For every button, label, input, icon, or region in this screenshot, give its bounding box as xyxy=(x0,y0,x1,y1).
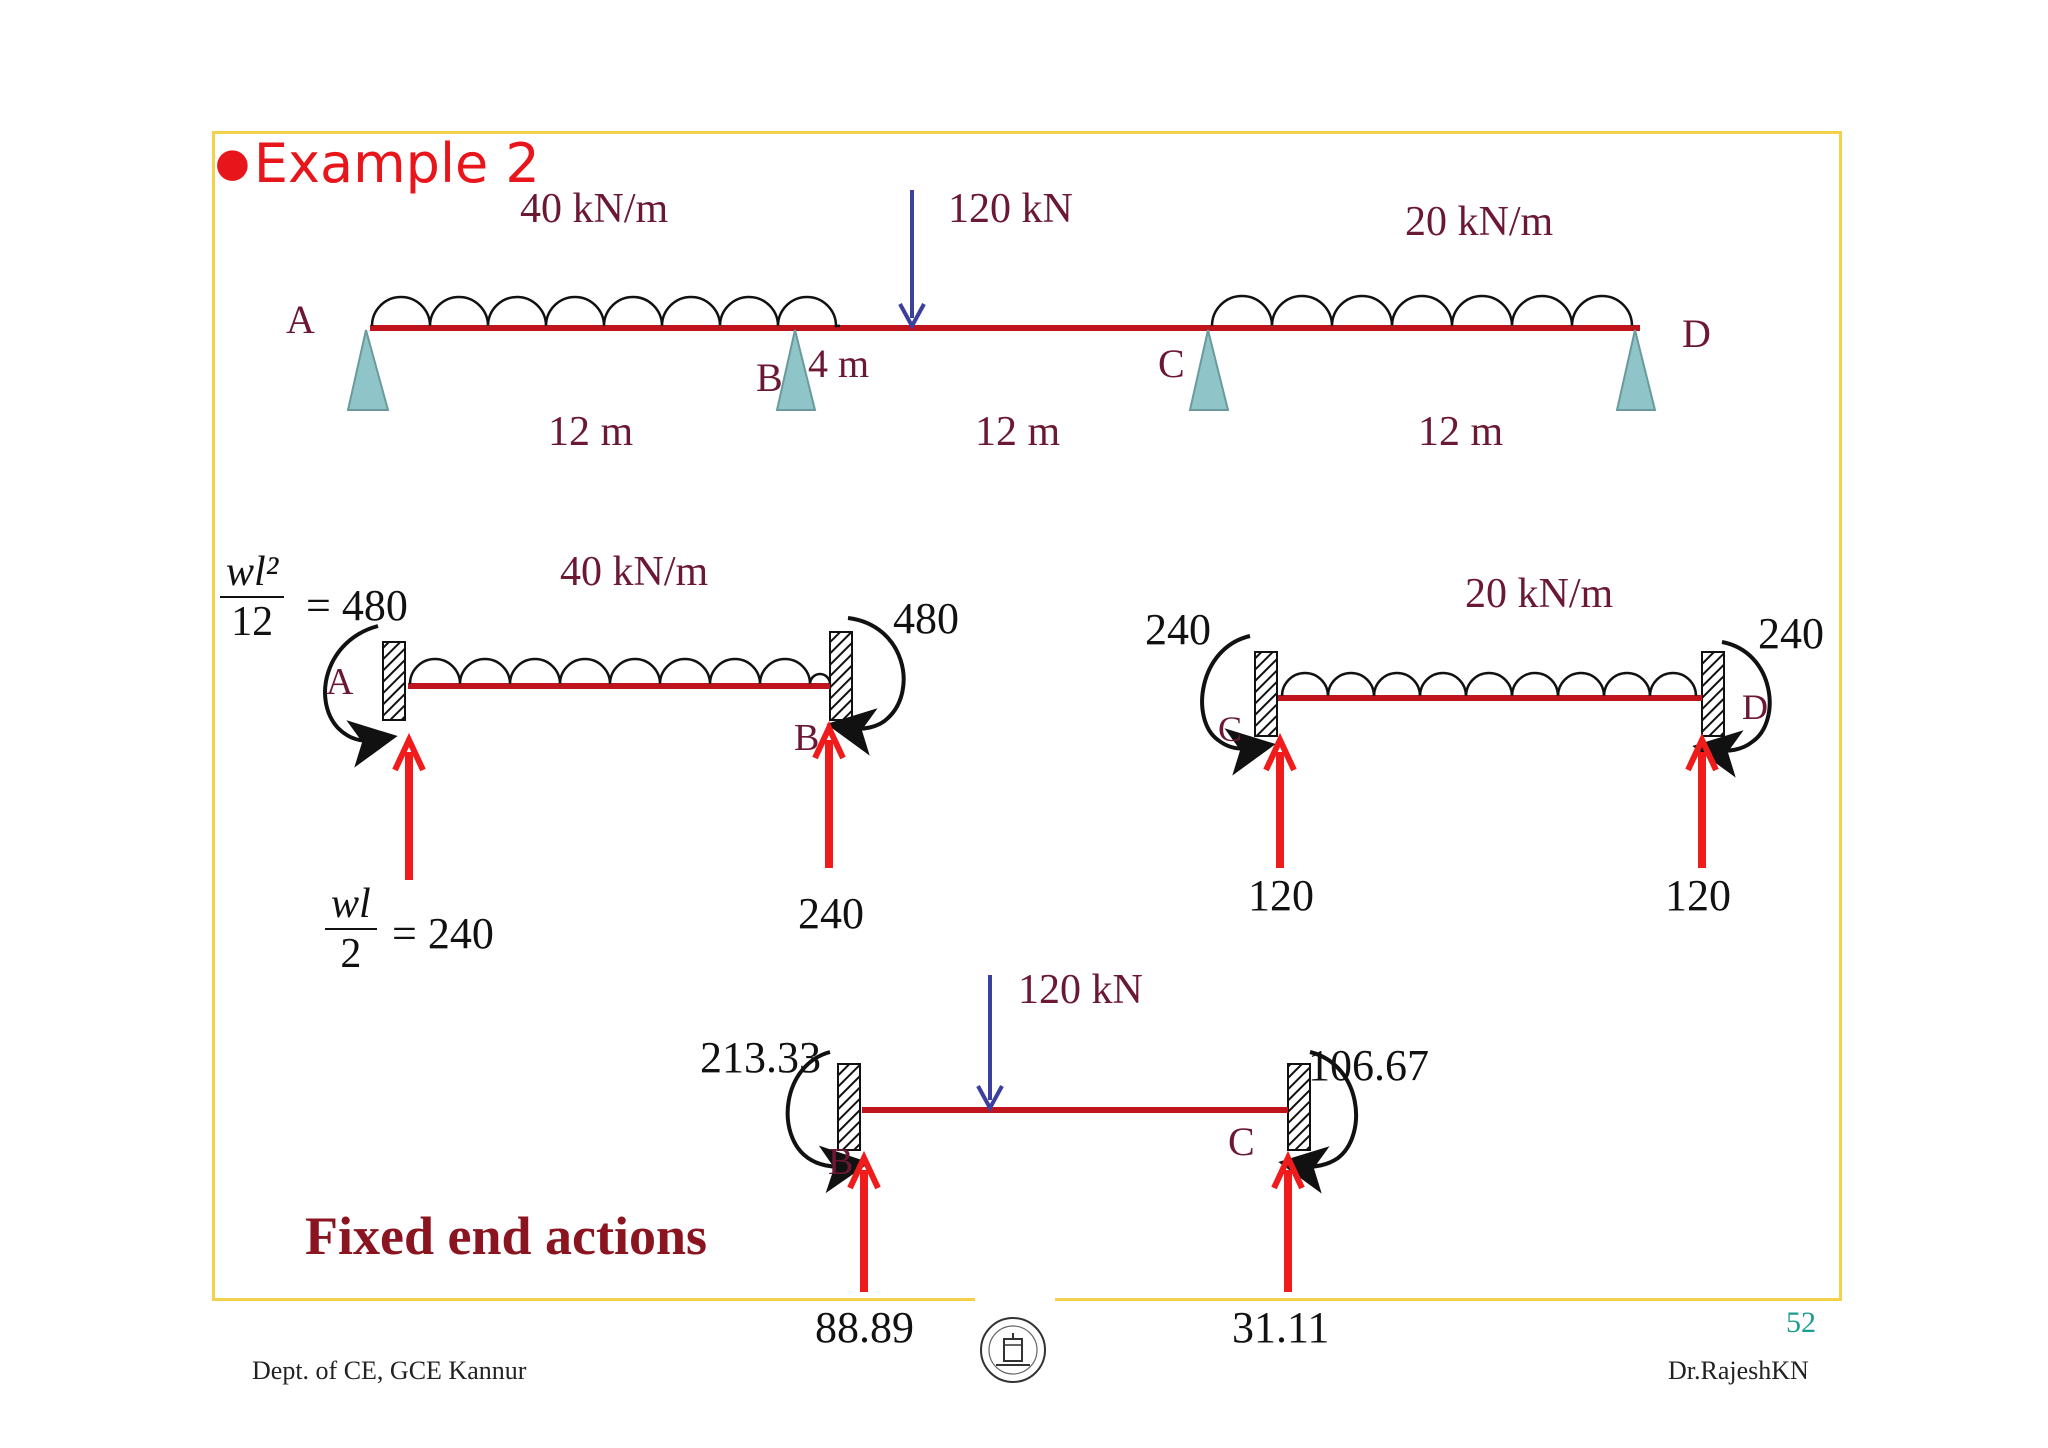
label-point-load: 120 kN xyxy=(948,186,1073,232)
moment-b-value: 480 xyxy=(893,594,959,643)
slide-title: ●Example 2 xyxy=(215,132,540,195)
reaction-d-value: 120 xyxy=(1665,871,1731,920)
fraction-denominator: 2 xyxy=(340,931,362,977)
support-b xyxy=(775,329,817,411)
fixed-span-ab xyxy=(323,616,906,880)
fixed-end-actions-heading: Fixed end actions xyxy=(305,1206,708,1266)
footer-department: Dept. of CE, GCE Kannur xyxy=(252,1356,527,1385)
reaction-arrow-c2 xyxy=(1271,1150,1305,1292)
label-offset: 4 m xyxy=(808,341,870,386)
reaction-b2-value: 88.89 xyxy=(815,1303,914,1352)
fixed-node-d: D xyxy=(1742,687,1768,727)
moment-c-value: 240 xyxy=(1145,605,1211,654)
continuous-beam xyxy=(346,190,1657,411)
page-number: 52 xyxy=(1786,1306,1816,1339)
fraction-wl2-over-12: wl² 12 xyxy=(220,548,285,646)
udl-ab-label: 40 kN/m xyxy=(560,549,709,595)
slide-title-text: Example 2 xyxy=(253,132,540,195)
reaction-c2-value: 31.11 xyxy=(1232,1303,1330,1352)
moment-arrow-d xyxy=(1692,640,1772,778)
college-seal-icon xyxy=(980,1317,1046,1383)
fixed-node-a: A xyxy=(326,661,354,703)
moment-arrow-b xyxy=(826,616,906,756)
point-load-bc-label: 120 kN xyxy=(1018,967,1143,1013)
footer-author: Dr.RajeshKN xyxy=(1668,1356,1809,1385)
udl-cd-small xyxy=(1280,671,1698,697)
span-ab-length: 12 m xyxy=(548,409,634,455)
point-load-arrow-bc xyxy=(976,975,1004,1113)
fixed-span-cd xyxy=(1200,634,1772,868)
fixed-support-c2 xyxy=(1287,1063,1311,1151)
udl-ab-small xyxy=(408,657,832,685)
fixed-node-b: B xyxy=(794,717,820,759)
fixed-node-b2: B xyxy=(828,1141,854,1183)
moment-arrow-c xyxy=(1200,634,1276,776)
node-label-a: A xyxy=(286,297,315,342)
fixed-support-c xyxy=(1254,651,1278,737)
fraction-numerator: wl xyxy=(325,880,377,930)
support-d xyxy=(1615,329,1657,411)
moment-arrow-c2 xyxy=(1278,1050,1359,1194)
reaction-arrow-d xyxy=(1685,732,1719,868)
udl-cd-loops xyxy=(1210,294,1634,327)
fixed-node-c: C xyxy=(1218,709,1243,749)
moment-d-value: 240 xyxy=(1758,609,1824,658)
fixed-node-c2: C xyxy=(1228,1119,1255,1164)
moment-c2-value: 106.67 xyxy=(1308,1041,1429,1090)
node-label-c: C xyxy=(1158,341,1185,386)
frame-gap xyxy=(975,1298,1055,1306)
support-a xyxy=(346,329,390,411)
reaction-arrow-b xyxy=(812,720,846,868)
fraction-numerator: wl² xyxy=(220,548,285,598)
node-label-d: D xyxy=(1682,311,1711,356)
fraction-wl-over-2: wl 2 xyxy=(325,880,377,978)
udl-ab-loops xyxy=(370,295,841,328)
reaction-a-value: = 240 xyxy=(392,909,494,958)
moment-arrow-b2 xyxy=(785,1050,870,1194)
bullet-icon: ● xyxy=(215,140,250,186)
reaction-arrow-a xyxy=(392,732,426,880)
fixed-support-b xyxy=(829,631,853,721)
span-bc-length: 12 m xyxy=(975,409,1061,455)
label-load-ab: 40 kN/m xyxy=(520,186,669,232)
reaction-arrow-b2 xyxy=(847,1150,881,1292)
point-load-arrow xyxy=(898,190,926,331)
fixed-support-b2 xyxy=(837,1063,861,1151)
fraction-denominator: 12 xyxy=(231,599,274,645)
fixed-support-d xyxy=(1701,651,1725,737)
moment-b2-value: 213.33 xyxy=(700,1033,821,1082)
moment-arrow-a xyxy=(323,624,398,768)
moment-a-value: = 480 xyxy=(306,581,408,630)
udl-cd-label: 20 kN/m xyxy=(1465,571,1614,617)
fixed-span-bc xyxy=(785,975,1359,1292)
label-load-cd: 20 kN/m xyxy=(1405,199,1554,245)
reaction-b-value: 240 xyxy=(798,889,864,938)
reaction-arrow-c xyxy=(1263,732,1297,868)
span-cd-length: 12 m xyxy=(1418,409,1504,455)
support-c xyxy=(1188,329,1230,411)
reaction-c-value: 120 xyxy=(1248,871,1314,920)
node-label-b: B xyxy=(756,355,783,400)
fixed-support-a xyxy=(382,641,406,721)
